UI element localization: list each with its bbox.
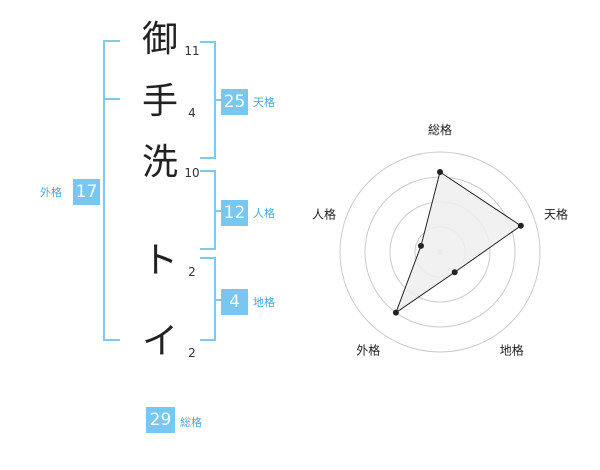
stroke-count-5: 2 xyxy=(188,346,196,360)
soukaku-label: 総格 xyxy=(180,416,202,429)
stroke-count-2: 4 xyxy=(188,106,196,120)
stroke-count-1: 11 xyxy=(184,44,200,58)
radar-polygon xyxy=(394,171,522,314)
radar-point-5 xyxy=(417,242,424,249)
jinkaku-label: 人格 xyxy=(253,207,275,220)
soukaku-badge: 29 xyxy=(146,407,175,433)
radar-point-1 xyxy=(437,169,443,175)
stroke-count-3: 10 xyxy=(184,166,200,180)
gaikaku-badge: 17 xyxy=(73,179,100,205)
chikaku-badge: 4 xyxy=(221,289,248,315)
gaikaku-label: 外格 xyxy=(40,186,62,199)
stroke-count-4: 2 xyxy=(188,265,196,279)
chikaku-label: 地格 xyxy=(253,296,275,309)
chikaku-bracket-tick xyxy=(214,299,222,301)
tenkaku-label: 天格 xyxy=(253,96,275,109)
tenkaku-badge: 25 xyxy=(221,89,248,115)
jinkaku-badge: 12 xyxy=(221,200,248,226)
gaikaku-bracket-tick xyxy=(103,98,120,100)
name-char-5: イ xyxy=(141,321,178,362)
name-char-1: 御 xyxy=(141,19,178,60)
gaikaku-bracket xyxy=(103,40,120,341)
radar-axis-label-5: 人格 xyxy=(312,206,336,221)
radar-ring-4 xyxy=(339,151,541,353)
name-char-2: 手 xyxy=(141,81,178,122)
jinkaku-bracket-tick xyxy=(214,210,222,212)
radar-axis-label-3: 地格 xyxy=(500,343,524,358)
radar-point-4 xyxy=(392,309,399,316)
radar-axis-label-4: 外格 xyxy=(356,343,380,358)
radar-point-2 xyxy=(517,222,524,229)
radar-point-3 xyxy=(451,269,458,276)
tenkaku-bracket-tick xyxy=(214,99,222,101)
name-char-4: ト xyxy=(141,240,178,281)
name-char-3: 洗 xyxy=(141,142,178,183)
radar-axis-label-2: 天格 xyxy=(544,206,568,221)
radar-axis-label-1: 総格 xyxy=(428,122,452,137)
